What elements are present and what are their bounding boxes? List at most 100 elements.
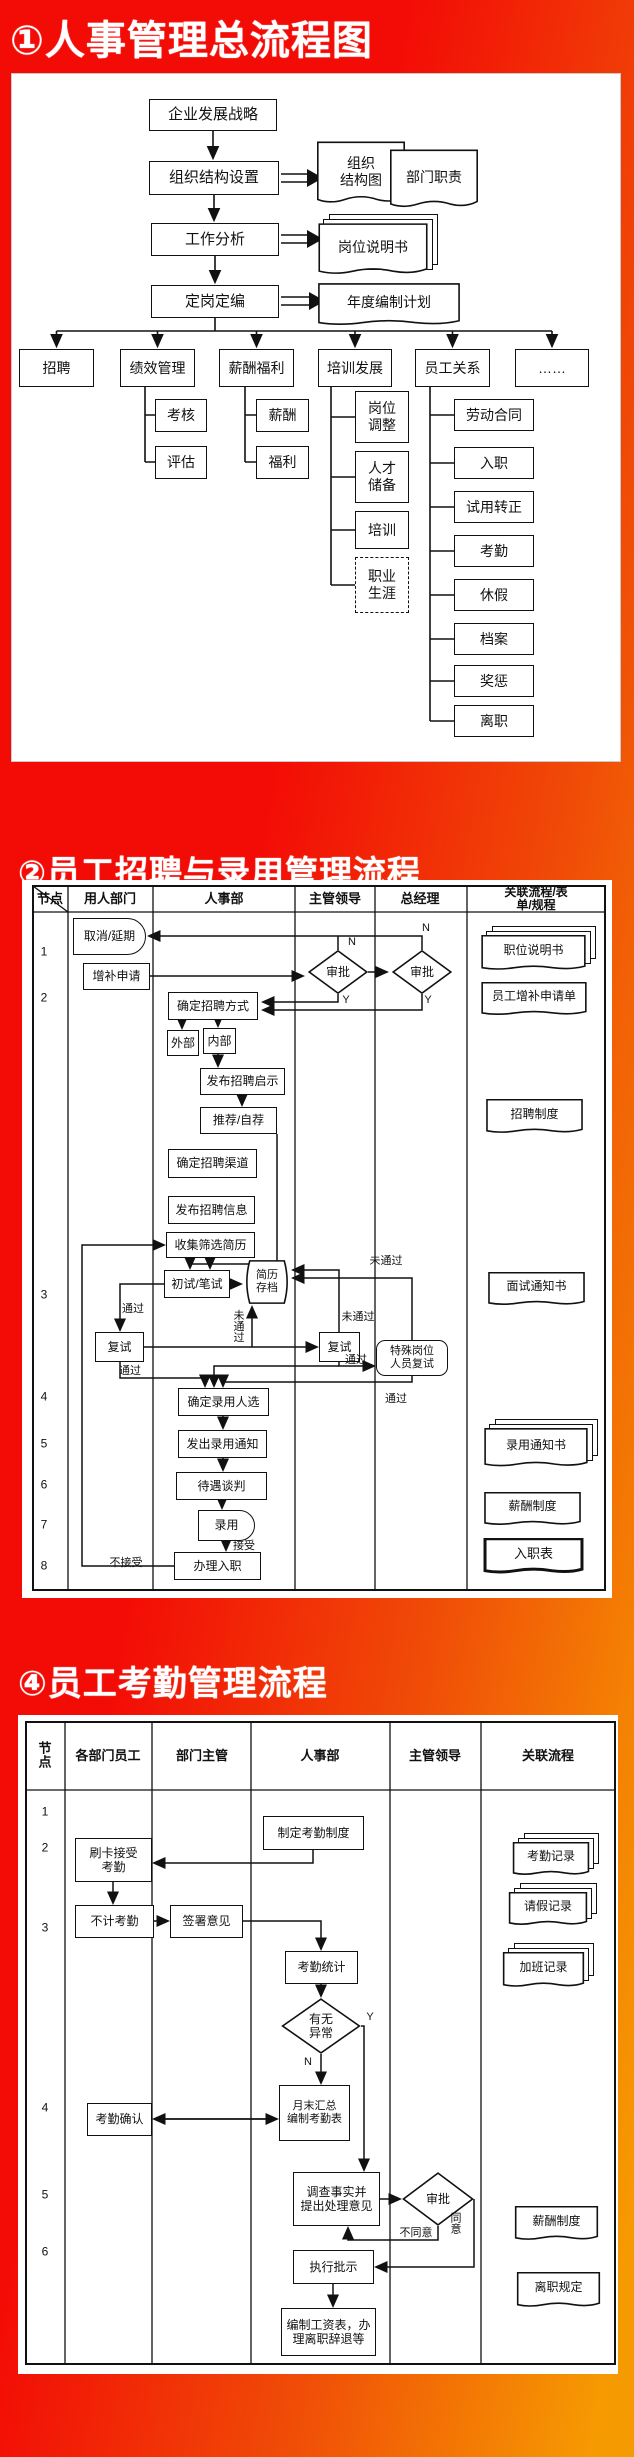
label-pass-to-special: 通过 [345,1353,367,1366]
box-supplement-apply: 增补申请 [83,963,150,990]
box-publish-notice: 发布招聘启示 [200,1068,285,1095]
section4-title: ④员工考勤管理流程 [18,1665,328,1703]
doc-overtime-record: 加班记录 [502,1943,594,1990]
row-num-8: 8 [40,1558,48,1573]
box-internal-label: 内部 [207,1033,232,1048]
label-n2: N [422,921,430,934]
box-training-label: 培训发展 [327,359,383,376]
header-node: 节 点 [38,1740,52,1770]
box-labor-contract-label: 劳动合同 [466,406,522,423]
box-train: 培训 [355,511,409,549]
box-payroll: 编制工资表，办 理离职辞退等 [281,2308,376,2356]
doc-salary-policy-2-label: 薪酬制度 [532,2213,581,2228]
doc-attendance-record: 考勤记录 [512,1833,599,1878]
box-welfare: 福利 [256,446,309,479]
box-reward: 奖惩 [454,665,534,697]
header-node: 节点 [36,890,64,906]
box-internal: 内部 [203,1028,236,1054]
doc-job-spec-label: 职位说明书 [503,943,564,958]
doc-recruit-policy: 招聘制度 [485,1099,584,1136]
box-talent-pool-label: 人才 储备 [368,460,396,493]
box-second-interview-leader: 复试 [319,1332,360,1362]
box-assess-label: 考核 [167,407,195,424]
doc-leave-record-label: 请假记录 [523,1899,572,1914]
box-sign-opinion-label: 签署意见 [182,1914,231,1929]
section1-connectors [50,131,559,722]
box-swipe-card-label: 刷卡接受 考勤 [89,1845,138,1874]
header-dept-manager: 部门主管 [175,1747,229,1763]
box-salary: 薪酬 [256,399,309,432]
doc-offer-letter: 录用通知书 [483,1419,598,1470]
section2-table-and-connectors [32,885,606,1591]
box-recruit-label: 招聘 [42,359,71,376]
box-confirm-candidate: 确定录用人选 [178,1388,269,1416]
box-train-label: 培训 [368,521,396,538]
doc-salary-policy-2: 薪酬制度 [514,2206,599,2243]
box-attendance-stat: 考勤统计 [285,1951,358,1984]
box-strategy: 企业发展战略 [149,99,277,131]
box-recruit-channel-label: 确定招聘渠道 [176,1156,249,1171]
box-onboard: 入职 [454,447,534,479]
box-attendance-confirm-label: 考勤确认 [95,2112,144,2127]
shape-resume-archive-label: 简历 存档 [256,1269,278,1294]
section2-nodes-layer: 取消/延期增补申请审批审批确定招聘方式外部内部发布招聘启示推荐/自荐确定招聘渠道… [22,880,612,1598]
shape-cancel-delay-label: 取消/延期 [83,929,136,944]
section1-panel: 企业发展战略组织结构设置工作分析定岗定编组织 结构图部门职责岗位说明书年度编制计… [11,73,621,762]
box-employee-rel: 员工关系 [415,349,490,387]
box-payroll-label: 编制工资表，办 理离职辞退等 [286,2317,371,2346]
label-disagree: 不同意 [399,2226,433,2239]
diamond-approve: 审批 [402,2172,474,2226]
doc-salary-policy: 薪酬制度 [483,1492,582,1528]
header-supervisor: 主管领导 [408,1747,462,1763]
row-num-5: 5 [40,1436,48,1451]
box-no-attendance: 不计考勤 [75,1905,154,1938]
diamond-approve-gm: 审批 [392,950,452,994]
doc-interview-notice-label: 面试通知书 [506,1279,567,1294]
box-external-label: 外部 [170,1035,195,1050]
box-sign-opinion: 签署意见 [170,1905,243,1938]
doc-onboard-form-label: 入职表 [513,1545,553,1561]
header-gm: 总经理 [400,890,440,906]
box-publish-notice-label: 发布招聘启示 [206,1074,279,1089]
box-leave-label: 休假 [480,586,508,603]
section4-panel: 制定考勤制度刷卡接受 考勤不计考勤签署意见考勤统计有无 异常月末汇总 编制考勤表… [18,1715,618,2374]
row-num-1: 1 [40,944,48,959]
box-investigate-label: 调查事实并 提出处理意见 [300,2184,373,2213]
box-monthly-summary-label: 月末汇总 编制考勤表 [287,2100,342,2125]
doc-job-desc: 岗位说明书 [317,214,438,279]
row-num-7: 7 [40,1517,48,1532]
header-related-docs: 关联流程/表单/规程 [504,884,568,912]
row-num-6: 6 [41,2244,49,2259]
box-leave: 休假 [454,579,534,611]
box-publish-info-label: 发布招聘信息 [175,1202,248,1217]
doc-supplement-form-label: 员工增补申请单 [491,989,576,1004]
diamond-approve-leader: 审批 [308,950,368,994]
doc-attendance-record-label: 考勤记录 [526,1849,575,1864]
section2-panel: 取消/延期增补申请审批审批确定招聘方式外部内部发布招聘启示推荐/自荐确定招聘渠道… [22,880,612,1598]
shape-special-position-review-label: 特殊岗位 人员复试 [390,1345,434,1370]
doc-org-chart-label: 组织 结构图 [340,154,382,188]
box-talent-pool: 人才 储备 [355,451,409,503]
shape-hire: 录用 [198,1510,255,1541]
doc-resign-policy-label: 离职规定 [534,2280,583,2295]
doc-job-desc-label: 岗位说明书 [338,239,408,256]
doc-job-spec: 职位说明书 [480,926,596,973]
doc-onboard-form: 入职表 [483,1538,584,1576]
section1-title: ①人事管理总流程图 [10,19,373,63]
box-send-offer-label: 发出录用通知 [186,1436,259,1451]
box-training: 培训发展 [318,349,392,387]
label-pass-first: 通过 [122,1302,144,1315]
box-employee-rel-label: 员工关系 [424,359,481,376]
box-second-interview-dept-label: 复试 [107,1339,132,1354]
label-fail-first: 未通过 [232,1309,245,1343]
box-send-offer: 发出录用通知 [178,1430,267,1458]
box-evaluate: 评估 [155,446,207,479]
box-salary-negotiate-label: 待遇谈判 [197,1478,246,1493]
doc-overtime-record-label: 加班记录 [519,1960,568,1975]
shape-resume-archive: 简历 存档 [243,1260,291,1304]
shape-special-position-review: 特殊岗位 人员复试 [376,1340,448,1376]
label-pass-special: 通过 [385,1392,407,1405]
box-execute: 执行批示 [293,2250,374,2284]
box-recruit-method-label: 确定招聘方式 [176,998,249,1013]
